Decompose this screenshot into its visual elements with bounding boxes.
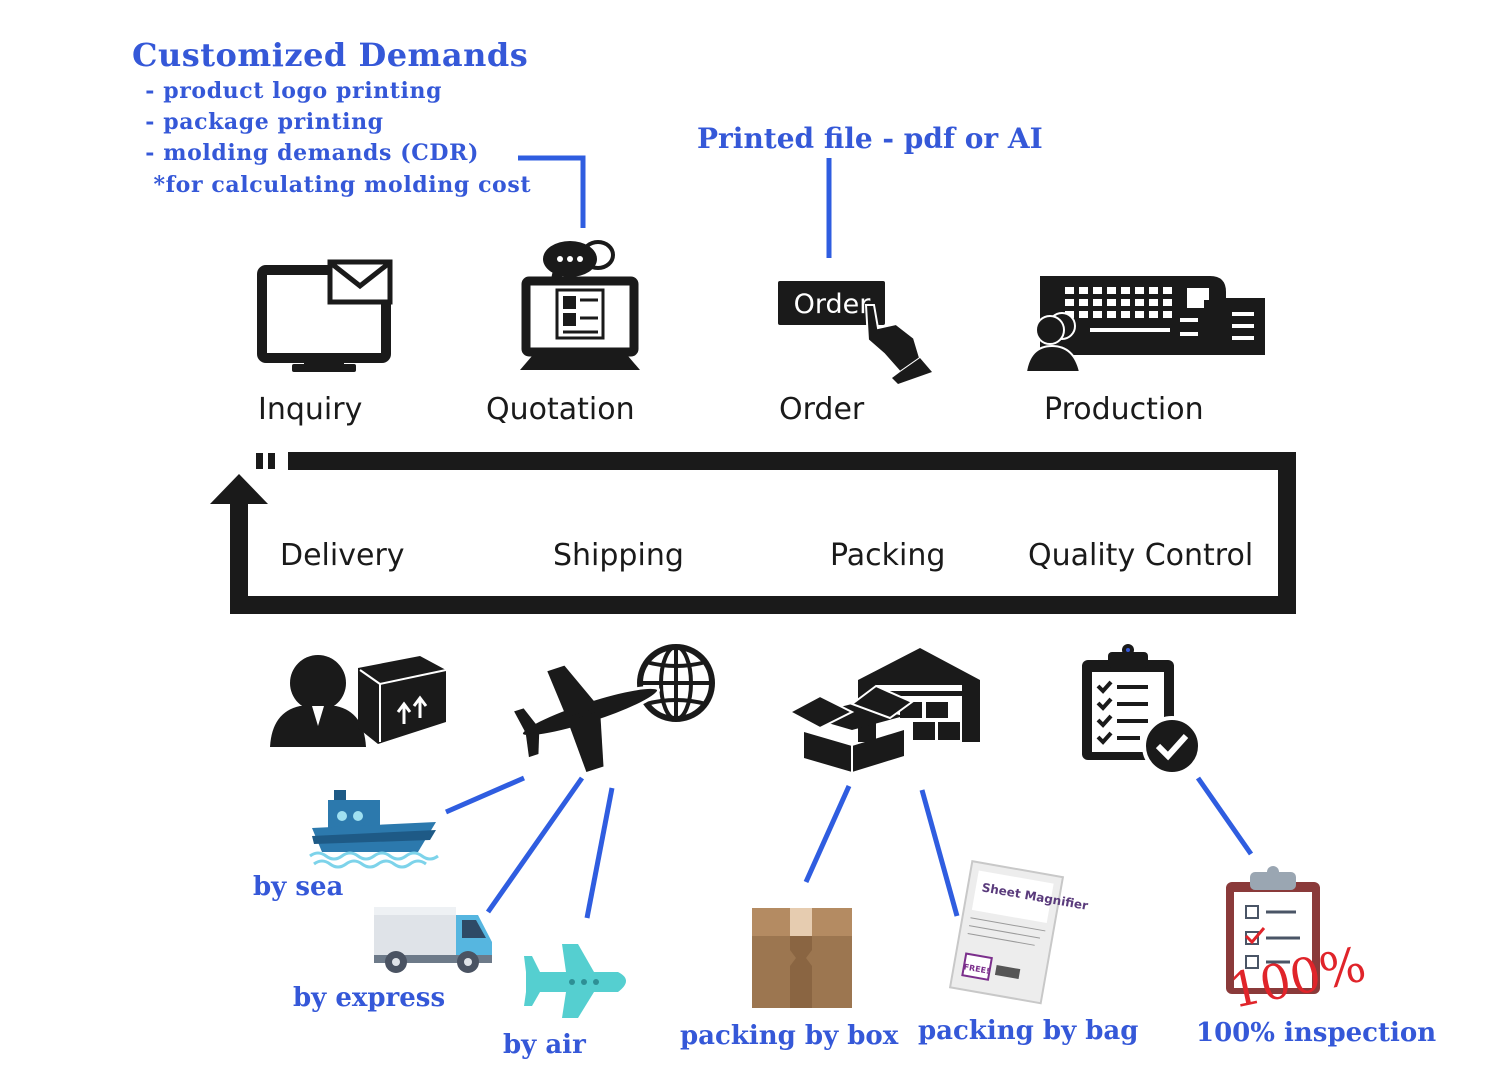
- connector-qc-inspection: [1195, 776, 1254, 856]
- demand-item-package: - package printing: [137, 109, 384, 135]
- process-loop-frame: [210, 452, 1296, 614]
- connector-demands-quotation: [518, 155, 586, 228]
- clipboard-checklist-icon: 100%: [1225, 866, 1371, 1020]
- order-button-hand-icon: Order: [778, 281, 932, 384]
- step-quality-control-label: Quality Control: [1028, 538, 1254, 573]
- customized-demands-title: Customized Demands: [132, 36, 529, 74]
- printed-file-note: Printed file - pdf or AI: [697, 122, 1043, 155]
- arrow-up-icon: [210, 474, 268, 504]
- demand-item-logo: - product logo printing: [137, 78, 443, 104]
- bag-free-badge: FREE!: [963, 962, 990, 975]
- connector-shipping-express: [485, 776, 585, 914]
- method-sea-label: by sea: [253, 872, 344, 902]
- person-package-icon: [270, 655, 447, 747]
- step-packing-label: Packing: [830, 538, 946, 573]
- packing-box-label: packing by box: [680, 1021, 899, 1051]
- airplane-icon: [524, 944, 626, 1018]
- packing-bag-label: packing by bag: [918, 1016, 1139, 1046]
- connector-packing-box: [803, 784, 852, 884]
- method-air-label: by air: [503, 1030, 586, 1060]
- step-inquiry-label: Inquiry: [258, 392, 363, 427]
- connector-shipping-sea: [445, 775, 525, 815]
- cardboard-box-icon: [752, 908, 852, 1008]
- connector-shipping-air: [584, 787, 615, 919]
- order-button-label: Order: [794, 289, 872, 320]
- demand-item-molding-cost-note: *for calculating molding cost: [137, 172, 532, 198]
- demand-item-molding: - molding demands (CDR): [137, 140, 479, 166]
- connector-packing-bag: [919, 789, 960, 917]
- inspection-label: 100% inspection: [1196, 1018, 1437, 1048]
- step-delivery-label: Delivery: [280, 538, 405, 573]
- step-quotation-label: Quotation: [486, 392, 635, 427]
- monitor-mail-icon: [257, 259, 393, 372]
- step-production-label: Production: [1044, 392, 1204, 427]
- clipboard-check-icon: [1082, 644, 1202, 776]
- computer-chat-icon: [520, 240, 640, 370]
- method-express-label: by express: [293, 983, 446, 1013]
- connector-lines: [445, 155, 1254, 919]
- truck-icon: [374, 907, 492, 973]
- factory-icon: [1024, 276, 1265, 373]
- step-shipping-label: Shipping: [553, 538, 684, 573]
- warehouse-box-icon: [787, 648, 980, 772]
- magnifier-bag-icon: Sheet Magnifier FREE!: [948, 860, 1089, 1005]
- airplane-globe-icon: [514, 644, 715, 773]
- ship-icon: [309, 790, 439, 869]
- step-order-label: Order: [779, 392, 865, 427]
